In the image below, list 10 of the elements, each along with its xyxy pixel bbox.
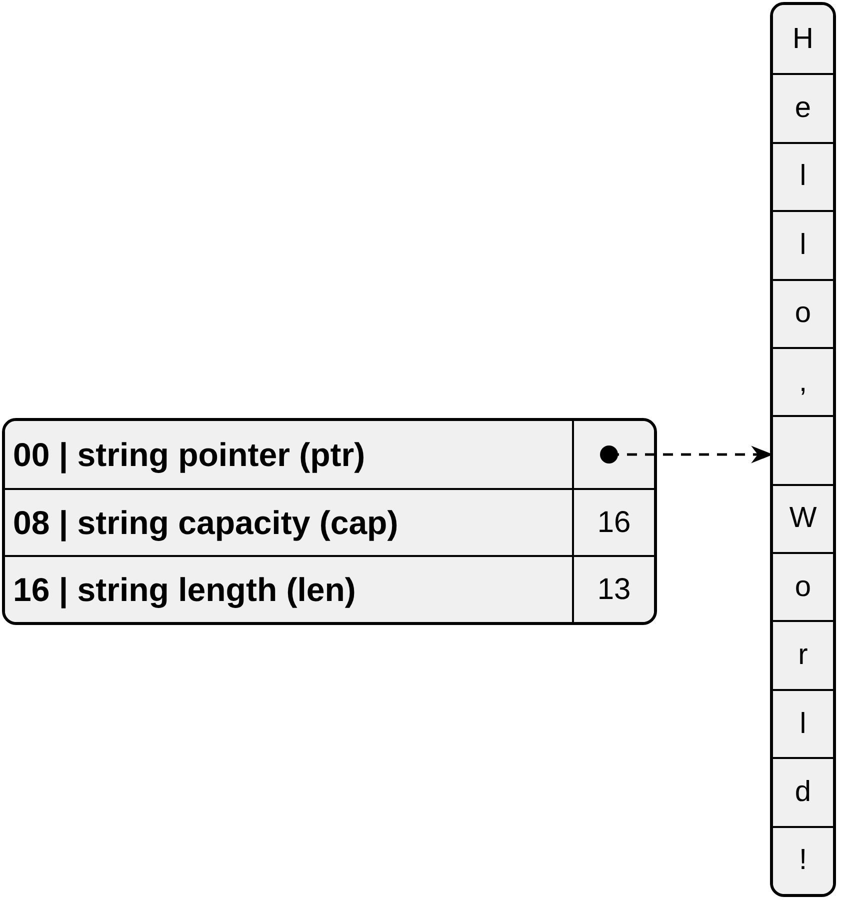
char-cell: H xyxy=(773,5,833,74)
char-array xyxy=(770,2,836,897)
field-label-cell: 16 | string length (len) xyxy=(5,555,572,622)
char-cell: , xyxy=(773,346,833,416)
value-cell xyxy=(572,421,654,488)
struct-record xyxy=(2,418,657,625)
char-cell: ! xyxy=(773,826,833,894)
char-cell: o xyxy=(773,552,833,620)
value-cell: 13 xyxy=(572,555,654,622)
value-cell: 16 xyxy=(572,488,654,555)
